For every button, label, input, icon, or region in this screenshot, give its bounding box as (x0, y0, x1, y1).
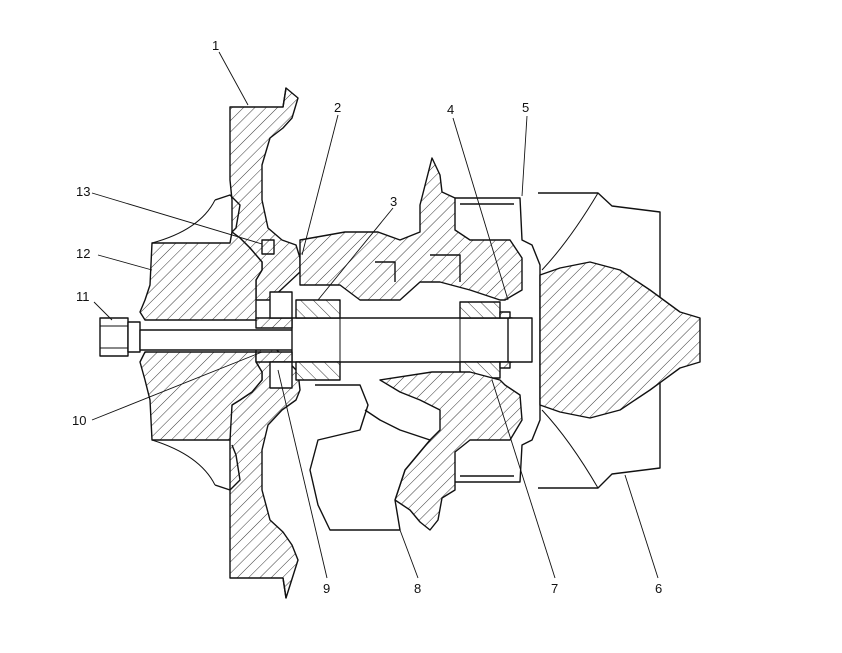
callout-2: 2 (334, 100, 341, 115)
callout-4: 4 (447, 102, 454, 117)
turbine-shaft (139, 317, 521, 363)
callout-1: 1 (212, 38, 219, 53)
callout-12: 12 (76, 246, 90, 261)
callout-8: 8 (414, 581, 421, 596)
callout-10: 10 (72, 413, 86, 428)
callout-9: 9 (323, 581, 330, 596)
callout-5: 5 (522, 100, 529, 115)
shaft-nut (99, 317, 141, 357)
callout-labels: 1 2 3 4 5 6 7 8 9 10 11 12 13 (72, 38, 662, 596)
callout-13: 13 (76, 184, 90, 199)
callout-7: 7 (551, 581, 558, 596)
bearing-housing (299, 157, 523, 531)
callout-11: 11 (76, 289, 90, 304)
callout-6: 6 (655, 581, 662, 596)
turbine-seal-ring (499, 311, 533, 369)
turbine-wheel (538, 192, 701, 489)
thrust-seal-assembly (255, 239, 293, 389)
leader-lines (91, 51, 659, 579)
compressor-wheel (139, 194, 263, 491)
compressor-housing (229, 87, 301, 599)
callout-3: 3 (390, 194, 397, 209)
